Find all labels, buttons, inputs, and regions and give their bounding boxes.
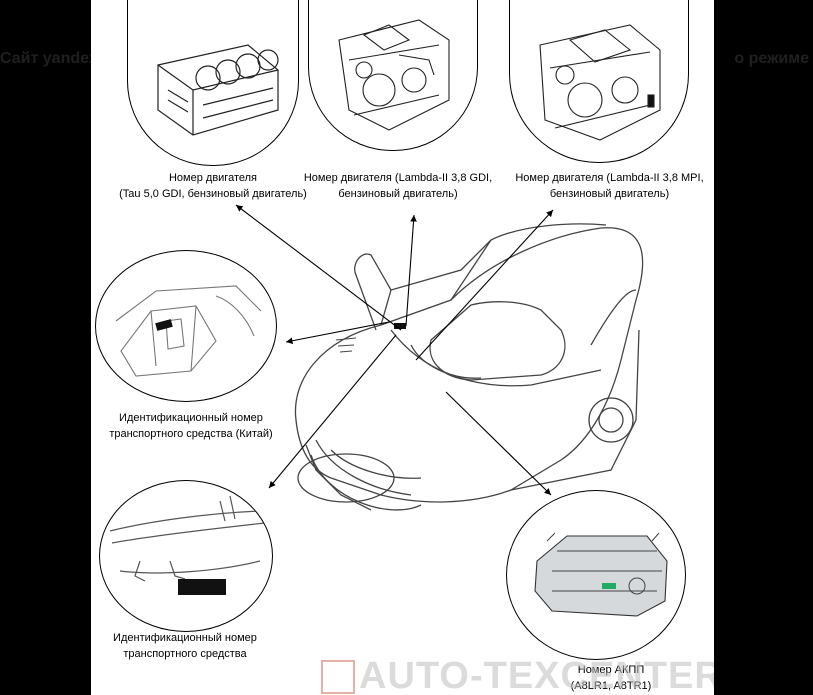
caption-vin-line2: транспортного средства xyxy=(123,648,247,660)
vin-china-illustration xyxy=(95,250,277,402)
caption-engine-lambda-gdi-line1: Номер двигателя (Lambda-II 3,8 GDI, xyxy=(303,172,493,184)
caption-vin-china-line2: транспортного средства (Китай) xyxy=(109,428,273,440)
vin-illustration xyxy=(99,480,273,632)
caption-transmission-line2: (A8LR1, A8TR1) xyxy=(570,680,652,692)
transmission-illustration xyxy=(506,490,686,660)
watermark-logo-icon xyxy=(321,660,355,694)
diagram-page: Номер двигателя (Tau 5,0 GDI, бензиновый… xyxy=(91,0,714,695)
caption-vin-line1: Идентификационный номер xyxy=(113,632,257,644)
caption-engine-lambda-gdi: Номер двигателя (Lambda-II 3,8 GDI, бенз… xyxy=(291,170,505,202)
caption-engine-tau-line2: (Tau 5,0 GDI, бензиновый двигатель) xyxy=(119,188,307,200)
leader-lines xyxy=(235,204,554,496)
engine-lambda-gdi-illustration xyxy=(308,0,478,151)
top-banner: Сайт yandex о режиме xyxy=(0,44,813,74)
caption-engine-lambda-mpi-line1: Номер двигателя (Lambda-II 3,8 MPI, xyxy=(515,172,704,184)
car-illustration xyxy=(294,223,644,511)
engine-lambda-mpi-illustration xyxy=(509,0,689,163)
diagram-artwork xyxy=(235,204,644,511)
engine-tau-illustration xyxy=(127,0,299,166)
caption-vin-china-line1: Идентификационный номер xyxy=(119,412,263,424)
caption-engine-tau-line1: Номер двигателя xyxy=(168,172,257,184)
banner-right-text: о режиме xyxy=(734,50,809,67)
caption-vin-china: Идентификационный номер транспортного ср… xyxy=(91,410,291,442)
caption-transmission-line1: Номер АКПП xyxy=(577,664,645,676)
caption-engine-lambda-gdi-line2: бензиновый двигатель) xyxy=(338,188,458,200)
watermark-text: AUTO-TEXCENTER.RU xyxy=(359,655,714,695)
caption-engine-lambda-mpi-line2: бензиновый двигатель) xyxy=(549,188,670,200)
banner-left-text: Сайт yandex xyxy=(0,50,98,67)
caption-engine-tau: Номер двигателя (Tau 5,0 GDI, бензиновый… xyxy=(113,170,313,202)
caption-transmission: Номер АКПП (A8LR1, A8TR1) xyxy=(551,662,671,694)
caption-vin: Идентификационный номер транспортного ср… xyxy=(95,630,275,662)
caption-engine-lambda-mpi: Номер двигателя (Lambda-II 3,8 MPI, бенз… xyxy=(505,170,714,202)
